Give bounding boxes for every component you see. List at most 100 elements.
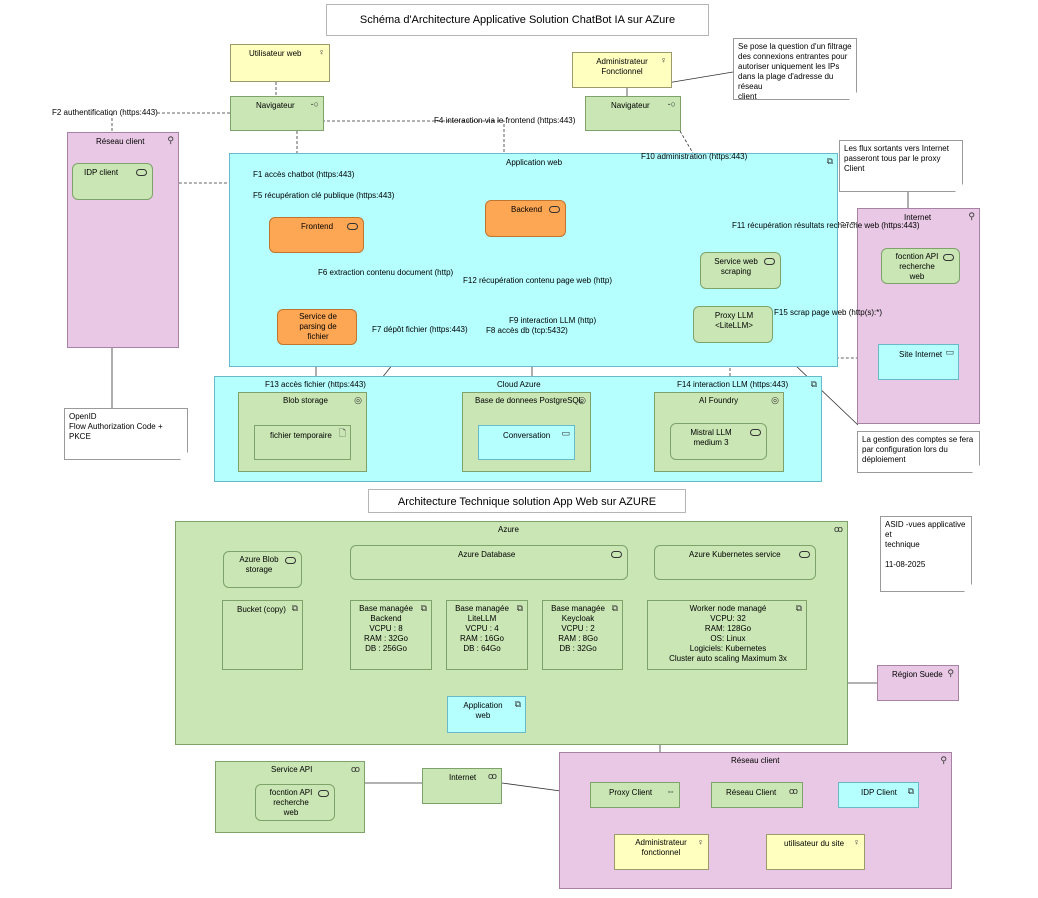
utilisateur-site-actor[interactable]: utilisateur du site ♀ (766, 834, 865, 870)
internet-label: Internet (904, 213, 932, 222)
admin-fonctionnel-actor[interactable]: Administrateur fonctionnel ♀ (614, 834, 709, 870)
location-icon: ⚲ (947, 668, 954, 678)
utilisateur-web-actor[interactable]: Utilisateur web ♀ (230, 44, 330, 82)
fichier-temporaire-artifact[interactable]: fichier temporaire 🗋 (254, 425, 351, 460)
reseau-client-label: Réseau client (96, 137, 145, 146)
base-backend-label: Base managée Backend VCPU : 8 RAM : 32Go… (359, 604, 413, 653)
location-icon: ⚲ (940, 755, 947, 765)
conversation-data-object[interactable]: Conversation ▭ (478, 425, 575, 460)
navigateur-user-label: Navigateur (256, 101, 295, 110)
azure-kubernetes-service[interactable]: Azure Kubernetes service (654, 545, 816, 580)
azure-database-service[interactable]: Azure Database (350, 545, 628, 580)
navigateur-admin[interactable]: Navigateur -○ (585, 96, 681, 131)
flow-label-f4: F4 interaction via le frontend (https:44… (434, 116, 576, 125)
service-icon (943, 254, 954, 261)
azure-blob-storage-service[interactable]: Azure Blob storage (223, 551, 302, 588)
postgres-label: Base de donnees PostgreSQL (475, 396, 584, 405)
artifact-icon: 🗋 (338, 428, 346, 438)
navigateur-admin-label: Navigateur (611, 101, 650, 110)
interface-icon: -○ (310, 99, 319, 109)
conversation-label: Conversation (503, 431, 551, 440)
flow-label-f15: F15 scrap page web (http(s):*) (774, 308, 883, 317)
base-litellm-label: Base managée LiteLLM VCPU : 4 RAM : 16Go… (455, 604, 509, 653)
flow-label-f1: F1 accès chatbot (https:443) (253, 170, 355, 179)
bucket-label: Bucket (copy) (237, 605, 286, 614)
navigateur-user[interactable]: Navigateur -○ (230, 96, 324, 131)
note-openid: OpenID Flow Authorization Code + PKCE (64, 408, 188, 460)
component-icon: ⧉ (907, 786, 914, 796)
internet-group[interactable]: Internet ⚲ (857, 208, 980, 424)
mistral-llm-component[interactable]: Mistral LLM medium 3 (670, 423, 767, 460)
data-object-icon: ▭ (945, 347, 954, 357)
flow-label-f10: F10 administration (https:443) (641, 152, 748, 161)
grouping-icon: ꝏ (788, 786, 798, 796)
backend-label: Backend (511, 205, 543, 214)
reseau-client-node[interactable]: Réseau Client ꝏ (711, 782, 803, 808)
proxy-llm-component[interactable]: Proxy LLM <LiteLLM> (693, 306, 773, 343)
flow-label-f8: F8 accès db (tcp:5432) (486, 326, 568, 335)
actor-icon: ♀ (660, 55, 667, 65)
actor-icon: ♀ (853, 837, 860, 847)
flow-label-f5: F5 récupération clé publique (https:443) (253, 191, 395, 200)
site-internet-label: Site Internet (899, 350, 943, 359)
flow-label-f9: F9 interaction LLM (http) (509, 316, 597, 325)
base-keycloak-node[interactable]: Base managée Keycloak VCPU : 2 RAM : 8Go… (542, 600, 623, 670)
idp-client-tech-label: IDP Client (861, 788, 897, 797)
grouping-icon: ꝏ (350, 764, 360, 774)
proxy-client-label: Proxy Client (609, 788, 653, 797)
administrateur-fonctionnel-actor[interactable]: Administrateur Fonctionnel ♀ (572, 52, 672, 88)
utilisateur-web-label: Utilisateur web (249, 49, 302, 58)
frontend-component[interactable]: Frontend (269, 217, 364, 253)
base-litellm-node[interactable]: Base managée LiteLLM VCPU : 4 RAM : 16Go… (446, 600, 528, 670)
proxy-client-node[interactable]: Proxy Client ⇔ (590, 782, 680, 808)
reseau-client-node-label: Réseau Client (726, 788, 777, 797)
service-icon (136, 169, 147, 176)
data-object-icon: ▭ (561, 428, 570, 438)
site-internet-component[interactable]: Site Internet ▭ (878, 344, 959, 380)
note-gestion-comptes: La gestion des comptes se fera par confi… (857, 431, 980, 473)
azure-blob-label: Azure Blob storage (239, 555, 279, 574)
grouping-icon: ꝏ (833, 524, 843, 534)
service-icon (347, 223, 358, 230)
service-parsing-component[interactable]: Service de parsing de fichier (277, 309, 357, 345)
service-scraping-component[interactable]: Service web scraping (700, 252, 781, 289)
worker-node[interactable]: Worker node managé VCPU: 32 RAM: 128Go O… (647, 600, 807, 670)
fonction-api-tech-component[interactable]: focntion API recherche web (255, 784, 335, 821)
technical-diagram-title: Architecture Technique solution App Web … (368, 489, 686, 513)
node-icon: ⧉ (420, 603, 427, 613)
location-icon: ⚲ (167, 135, 174, 145)
frontend-label: Frontend (301, 222, 334, 231)
idp-client-label: IDP client (84, 168, 119, 177)
actor-icon: ♀ (697, 837, 704, 847)
note-flux-sortants: Les flux sortants vers Internet passeron… (839, 140, 963, 192)
component-icon: ⧉ (826, 156, 833, 166)
utilisateur-site-label: utilisateur du site (784, 839, 845, 848)
bidirectional-arrow-icon: ⇔ (666, 786, 675, 796)
system-software-icon: ◎ (578, 395, 586, 405)
backend-component[interactable]: Backend (485, 200, 566, 237)
internet-tech-label: Internet (449, 773, 477, 782)
fichier-temporaire-label: fichier temporaire (270, 431, 332, 440)
administrateur-fonctionnel-label: Administrateur Fonctionnel (596, 57, 648, 76)
base-backend-node[interactable]: Base managée Backend VCPU : 8 RAM : 32Go… (350, 600, 432, 670)
fonction-api-component[interactable]: focntion API recherche web (881, 248, 960, 284)
blob-storage-label: Blob storage (283, 396, 328, 405)
service-scraping-label: Service web scraping (714, 257, 758, 276)
internet-tech-node[interactable]: Internet ꝏ (422, 768, 502, 804)
fonction-api-tech-label: focntion API recherche web (269, 788, 313, 817)
component-icon: ⧉ (514, 699, 521, 709)
idp-client-tech-component[interactable]: IDP Client ⧉ (838, 782, 919, 808)
region-suede-location[interactable]: Région Suede ⚲ (877, 665, 959, 701)
base-keycloak-label: Base managée Keycloak VCPU : 2 RAM : 8Go… (551, 604, 605, 653)
node-icon: ⧉ (291, 603, 298, 613)
node-icon: ⧉ (611, 603, 618, 613)
bucket-node[interactable]: Bucket (copy) ⧉ (222, 600, 303, 670)
application-web-tech-component[interactable]: Application web ⧉ (447, 696, 526, 733)
application-diagram-title: Schéma d'Architecture Applicative Soluti… (326, 4, 709, 36)
mistral-label: Mistral LLM medium 3 (690, 428, 732, 447)
component-icon: ⧉ (810, 379, 817, 389)
idp-client-component[interactable]: IDP client (72, 163, 153, 200)
service-icon (549, 206, 560, 213)
fonction-api-label: focntion API recherche web (895, 252, 939, 281)
actor-icon: ♀ (318, 47, 325, 57)
